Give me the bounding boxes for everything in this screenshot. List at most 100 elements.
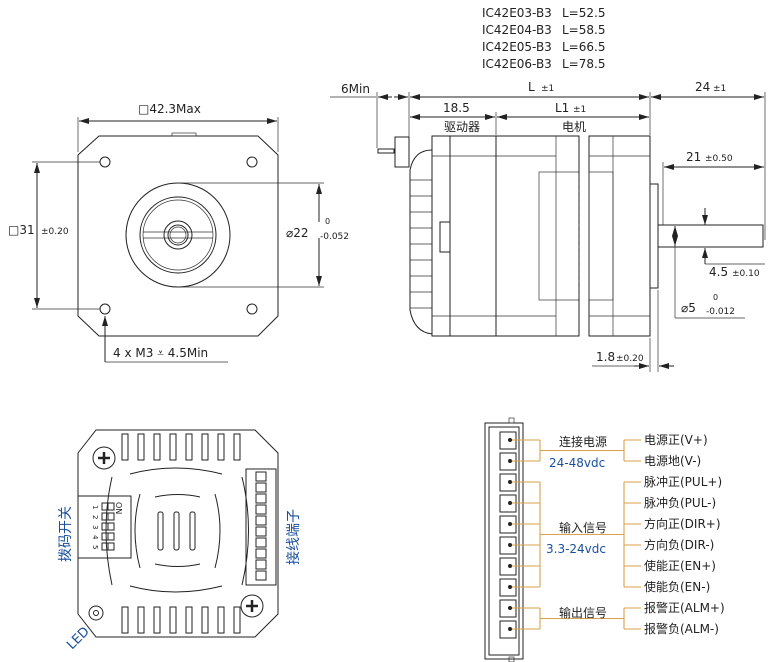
connector-pin	[377, 148, 395, 154]
vent-arc	[241, 476, 249, 586]
pin-label: 报警正(ALM+)	[644, 600, 725, 615]
dip-switch-slots	[101, 502, 115, 551]
hole-spacing-label: □31	[8, 223, 35, 237]
pin-label: 方向负(DIR-)	[644, 537, 714, 552]
connector-body	[394, 136, 410, 168]
boss	[649, 183, 659, 289]
motor-body-left	[495, 135, 580, 337]
model-name: IC42E05-B3	[482, 40, 552, 54]
pin-label: 电源正(V+)	[644, 433, 708, 447]
shaft-dia-dim-label: ⌀5	[681, 301, 696, 315]
usb-port	[439, 221, 451, 253]
motor-dim-tol: ±1	[573, 105, 586, 115]
hole-spacing-tol: ±0.20	[41, 227, 69, 237]
fins-top	[121, 433, 241, 461]
shaft-len-dim-label: 24	[695, 80, 710, 94]
motor-dim-label: L1	[555, 101, 569, 115]
motor-flange-outline	[77, 135, 279, 337]
flat-len-dim-tol: ±0.50	[705, 154, 733, 164]
group-label: 输入信号	[559, 520, 607, 535]
vent-arc	[129, 467, 223, 475]
group-label: 输出信号	[559, 605, 607, 620]
back-view: ON 1 2 3 4 5 拨码开关 接线端子 LED	[58, 429, 302, 653]
model-name: IC42E04-B3	[482, 23, 552, 37]
screw-icon	[240, 594, 264, 618]
bearing-outer	[139, 196, 217, 274]
shaft-inner	[167, 224, 189, 246]
model-length: L=66.5	[562, 40, 605, 54]
length-dim-tol: ±1	[541, 84, 554, 94]
dip-number: 3	[91, 525, 99, 529]
pin-label: 脉冲正(PUL+)	[644, 474, 722, 489]
pin-dot	[508, 564, 512, 568]
model-name: IC42E06-B3	[482, 57, 552, 71]
model-name: IC42E03-B3	[482, 6, 552, 20]
dip-number: 5	[91, 545, 99, 549]
driver-housing	[431, 135, 451, 337]
vent-arc	[134, 493, 141, 569]
shaft	[657, 224, 764, 248]
shaft-len-dim-tol: ±1	[713, 84, 726, 94]
dim-bg	[284, 222, 330, 238]
pin-dot	[508, 501, 512, 505]
connector-diagram: 连接电源 24-48vdc 输入信号 3.3-24vdc 输出信号 电源正(V+…	[484, 417, 725, 662]
driver-label: 驱动器	[444, 120, 480, 134]
driver-dim-label: 18.5	[443, 101, 470, 115]
mount-hole	[246, 156, 258, 168]
model-length: L=52.5	[562, 6, 605, 20]
screw-cross	[98, 452, 110, 464]
pin-dot	[508, 585, 512, 589]
pin-dot	[508, 627, 512, 631]
mount-hole	[99, 303, 111, 315]
dip-number: 1	[91, 505, 99, 509]
front-view: □42.3Max □31 ±0.20 ⌀22 0 -0.052	[8, 102, 349, 363]
vent-arc	[154, 563, 201, 567]
dip-number: 4	[91, 535, 99, 540]
dim-bg	[8, 222, 22, 236]
led-label: LED	[64, 624, 93, 653]
group-voltage: 3.3-24vdc	[546, 542, 606, 556]
dip-number: 2	[91, 515, 99, 519]
pin-dot	[508, 543, 512, 547]
pin-dot	[508, 459, 512, 463]
pin-label: 报警负(ALM-)	[644, 621, 719, 636]
shaft-dia-tol-lower: -0.012	[706, 307, 735, 317]
led-indicator	[88, 605, 104, 621]
dip-switch[interactable]	[77, 495, 132, 559]
connector-housing	[484, 422, 524, 660]
pin-label: 脉冲负(PUL-)	[644, 495, 716, 510]
bearing-inner	[142, 199, 214, 271]
motor-body-right	[588, 135, 651, 337]
side-view: 6Min L ±1 24 ±1 18.5 驱动器 L1 ±1 电机	[330, 80, 766, 372]
width-dim-label: □42.3Max	[138, 102, 201, 116]
screw-icon	[92, 446, 116, 470]
model-list: IC42E03-B3 L=52.5 IC42E04-B3 L=58.5 IC42…	[482, 6, 605, 71]
flat-len-dim-label: 21	[686, 150, 701, 164]
pin-dot	[508, 480, 512, 484]
heatsink-fins	[409, 149, 433, 335]
boss-height-dim-label: 1.8	[596, 350, 615, 364]
mount-hole	[99, 156, 111, 168]
flat-depth-dim-label: 4.5	[709, 265, 728, 279]
vent-arc	[105, 476, 113, 586]
pin-label: 方向正(DIR+)	[644, 516, 721, 531]
led-indicator-inner	[93, 610, 99, 616]
group-label: 连接电源	[559, 434, 607, 449]
shaft-dia-tol-upper: 0	[713, 293, 718, 302]
terminal-block	[245, 468, 277, 586]
connector-dim-label: 6Min	[341, 82, 370, 96]
length-dim-label: L	[528, 80, 535, 94]
screw-cross	[246, 600, 258, 612]
boss-tol-upper: 0	[325, 217, 330, 226]
driver-body	[449, 135, 497, 337]
shaft-circle	[163, 220, 193, 250]
model-length: L=58.5	[562, 23, 605, 37]
boss-dim-label: ⌀22	[286, 226, 309, 240]
pin-label: 使能正(EN+)	[644, 558, 716, 573]
group-voltage: 24-48vdc	[549, 456, 605, 470]
pin-label: 电源地(V-)	[644, 454, 701, 468]
hole-note: 4 x M3 ⩡ 4.5Min	[113, 346, 208, 360]
dip-switch-label: 拨码开关	[58, 506, 74, 562]
pin-label: 使能负(EN-)	[644, 579, 710, 594]
